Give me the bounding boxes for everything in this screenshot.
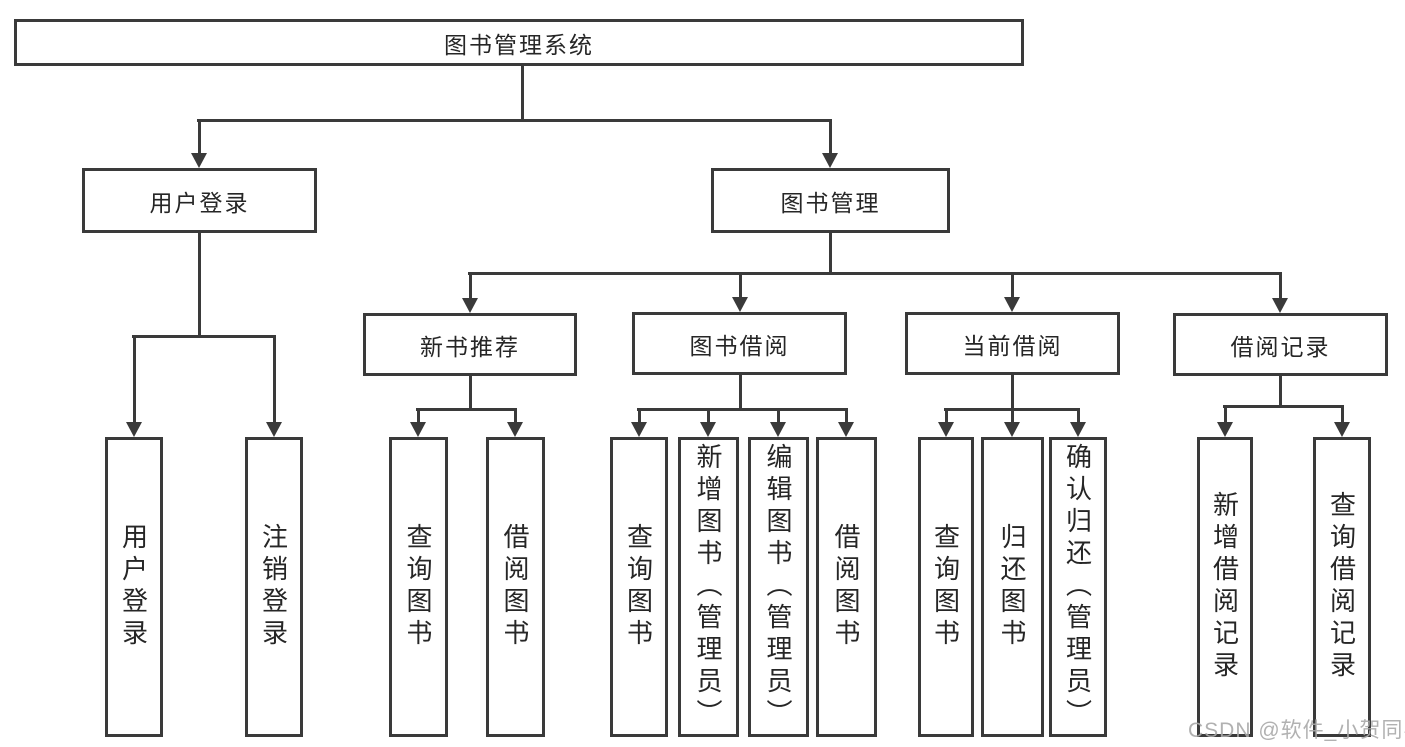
node-logout-leaf: 注销登录 [245,437,303,737]
arrowhead-down-icon [462,298,478,313]
connector-hline [132,335,276,338]
node-label: 注销登录 [258,523,289,651]
connector-vline [739,375,742,411]
node-book-mgmt: 图书管理 [711,168,950,233]
arrowhead-down-icon [507,422,523,437]
arrow-stem [198,120,201,155]
node-label: 新增借阅记录 [1209,491,1240,683]
node-label: 查询图书 [930,523,961,651]
connector-hline [468,272,1282,275]
arrow-stem [777,409,780,424]
node-borrow-book-2: 借阅图书 [816,437,877,737]
arrow-stem [1011,273,1014,299]
arrow-stem [417,409,420,424]
connector-vline [198,232,201,338]
node-user-login: 用户登录 [82,168,317,233]
connector-hline [1223,405,1344,408]
arrowhead-down-icon [1004,297,1020,312]
arrow-stem [945,409,948,424]
arrowhead-down-icon [266,422,282,437]
connector-hline [637,408,848,411]
node-label: 借阅图书 [831,523,861,651]
arrowhead-down-icon [770,422,786,437]
connector-hline [197,119,832,122]
arrow-stem [1011,409,1014,424]
node-confirm-return: 确认归还（管理员） [1049,437,1107,737]
watermark-text: CSDN @软件_小贺同学 [1188,719,1405,742]
node-query-book-1: 查询图书 [389,437,448,737]
node-query-borrow-rec: 查询借阅记录 [1313,437,1371,737]
connector-vline [829,232,832,275]
arrowhead-down-icon [732,297,748,312]
connector-vline [469,376,472,411]
node-label: 图书管理 [780,189,881,216]
arrowhead-down-icon [938,422,954,437]
node-label: 查询图书 [403,523,433,651]
node-label: 图书管理系统 [444,31,594,58]
node-new-book-rec: 新书推荐 [363,313,577,376]
arrow-stem [273,336,276,424]
connector-vline [1011,375,1014,411]
node-user-login-leaf: 用户登录 [105,437,163,737]
node-label: 查询借阅记录 [1326,491,1357,683]
arrowhead-down-icon [410,422,426,437]
node-book-borrow: 图书借阅 [632,312,847,375]
arrowhead-down-icon [1334,422,1350,437]
arrow-stem [829,120,832,155]
arrow-stem [469,273,472,300]
node-current-borrow: 当前借阅 [905,312,1120,375]
arrow-stem [638,409,641,424]
arrowhead-down-icon [1217,422,1233,437]
node-label: 借阅记录 [1230,333,1331,360]
arrow-stem [1341,406,1344,424]
node-borrow-record: 借阅记录 [1173,313,1388,376]
arrow-stem [1224,406,1227,424]
arrow-stem [707,409,710,424]
node-label: 编辑图书（管理员） [763,443,793,731]
connector-vline [521,65,524,122]
node-label: 图书借阅 [689,332,790,359]
arrowhead-down-icon [1070,422,1086,437]
arrowhead-down-icon [126,422,142,437]
node-label: 新书推荐 [420,333,520,360]
arrowhead-down-icon [191,153,207,168]
node-query-book-2: 查询图书 [610,437,668,737]
arrowhead-down-icon [631,422,647,437]
connector-vline [1279,376,1282,408]
node-label: 归还图书 [997,523,1027,651]
arrow-stem [739,273,742,299]
node-label: 用户登录 [149,189,250,216]
arrow-stem [514,409,517,424]
arrowhead-down-icon [1272,298,1288,313]
node-label: 用户登录 [118,523,149,651]
node-label: 新增图书（管理员） [693,443,723,731]
arrow-stem [1077,409,1080,424]
arrowhead-down-icon [838,422,854,437]
connector-hline [416,408,517,411]
node-root: 图书管理系统 [14,19,1024,66]
node-label: 确认归还（管理员） [1062,443,1093,731]
arrow-stem [1279,273,1282,300]
node-borrow-book-1: 借阅图书 [486,437,545,737]
arrowhead-down-icon [700,422,716,437]
node-return-book: 归还图书 [981,437,1044,737]
arrow-stem [133,336,136,424]
node-query-book-3: 查询图书 [918,437,974,737]
node-label: 借阅图书 [500,523,530,651]
arrowhead-down-icon [822,153,838,168]
node-label: 查询图书 [623,523,654,651]
node-edit-book: 编辑图书（管理员） [748,437,809,737]
arrowhead-down-icon [1004,422,1020,437]
node-add-book: 新增图书（管理员） [678,437,739,737]
node-label: 当前借阅 [962,332,1063,359]
arrow-stem [845,409,848,424]
node-add-borrow-rec: 新增借阅记录 [1197,437,1253,737]
